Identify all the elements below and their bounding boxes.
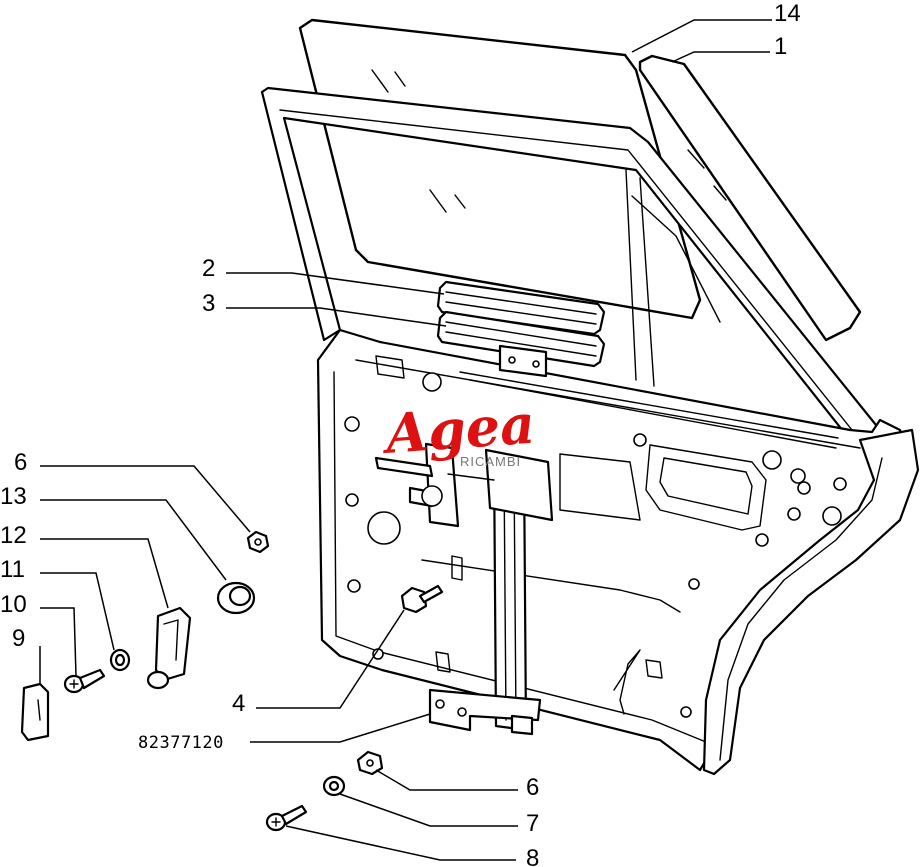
callout-9: 9 [12, 625, 25, 652]
callout-1: 1 [774, 33, 787, 60]
nut-part-6-lower [356, 750, 384, 776]
washer-part-11 [109, 648, 131, 672]
grommet-part-13 [216, 581, 256, 615]
callout-3: 3 [202, 290, 215, 317]
screw-part-8 [265, 804, 308, 832]
nut-part-6-upper [246, 530, 270, 554]
callout-2: 2 [202, 255, 215, 282]
callout-4: 4 [232, 690, 245, 717]
window-seal-part-2 [436, 280, 606, 336]
washer-part-7 [322, 775, 346, 797]
leader-lines [39, 19, 772, 861]
watermark-brand: Agea [379, 392, 537, 467]
screw-part-10 [63, 668, 106, 694]
door-glass-part-14 [298, 18, 702, 320]
quarter-glass-part-1 [638, 54, 862, 342]
callout-8: 8 [526, 845, 539, 867]
agea-watermark-logo: Agea RICAMBI [379, 392, 537, 469]
callout-7: 7 [526, 810, 539, 837]
bolt-part-4 [400, 584, 444, 614]
callout-labels: 14 1 2 3 6 13 12 11 10 9 4 82377120 6 7 … [0, 0, 801, 867]
callout-6-lower: 6 [526, 774, 539, 801]
callout-14: 14 [774, 0, 801, 27]
callout-6-upper: 6 [14, 449, 27, 476]
callout-12: 12 [0, 522, 27, 549]
callout-13: 13 [0, 483, 27, 510]
window-seal-part-3 [436, 310, 606, 378]
door-inner-panel [316, 328, 920, 776]
clip-part-9 [20, 682, 50, 742]
guide-part-12 [146, 606, 192, 690]
part-number-label: 82377120 [138, 733, 224, 753]
watermark-sub: RICAMBI [460, 454, 521, 469]
callout-11: 11 [0, 556, 25, 583]
window-regulator [374, 442, 554, 736]
callout-10: 10 [0, 591, 27, 618]
